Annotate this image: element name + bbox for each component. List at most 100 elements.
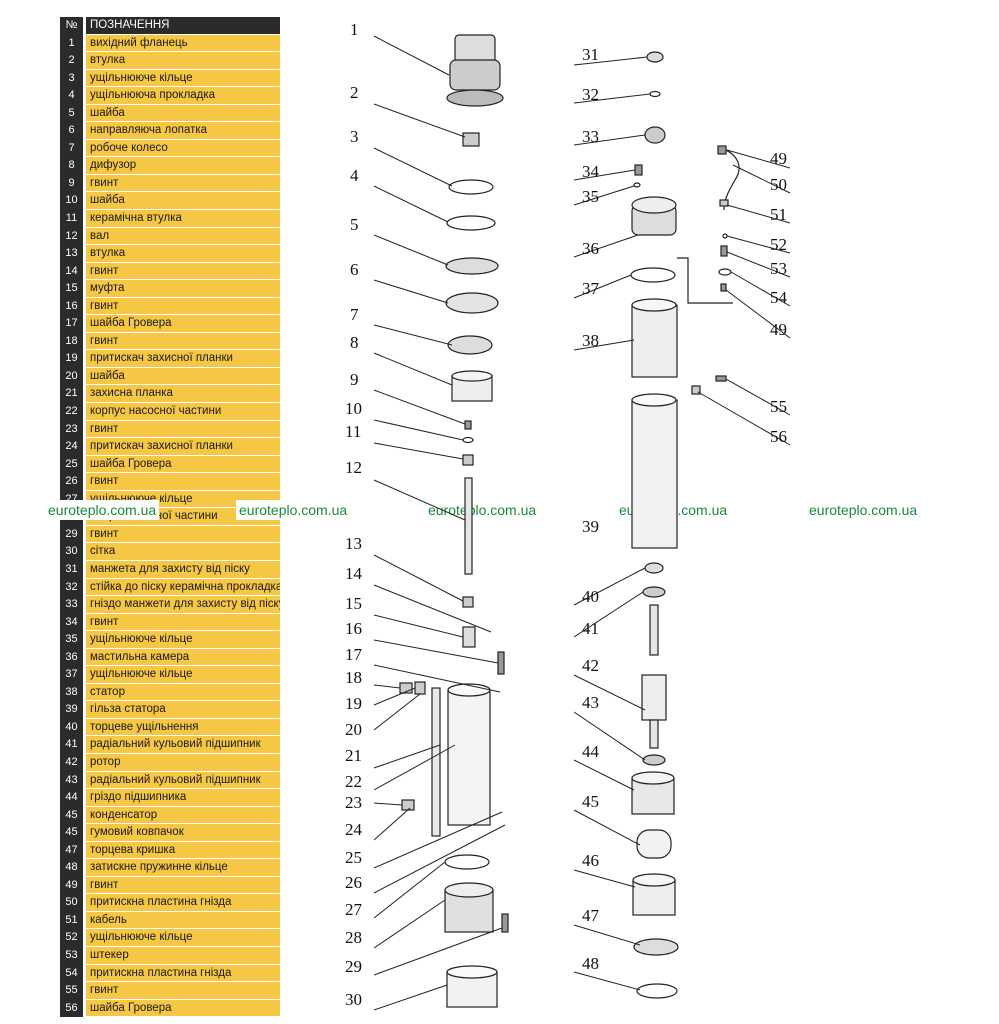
row-label: муфта <box>86 280 280 298</box>
callout-number: 16 <box>345 619 362 638</box>
row-label: радіальний кульовий підшипник <box>86 771 280 790</box>
callout-number: 29 <box>345 957 362 976</box>
row-number: 26 <box>60 473 83 491</box>
callout-number: 40 <box>582 587 599 606</box>
callout-number: 46 <box>582 851 599 870</box>
row-number: 8 <box>60 157 83 175</box>
row-number: 49 <box>60 876 83 895</box>
row-label: манжета для захисту від піску <box>86 560 280 579</box>
row-number: 10 <box>60 192 83 211</box>
row-number: 16 <box>60 297 83 316</box>
row-number: 3 <box>60 69 83 88</box>
row-label: гвинт <box>86 613 280 632</box>
screw-long-part <box>497 651 505 675</box>
callout-number: 23 <box>345 793 362 812</box>
row-number: 33 <box>60 596 83 614</box>
rotor-shaft-part <box>649 604 659 656</box>
callout-number: 53 <box>770 259 787 278</box>
row-label: шайба Гровера <box>86 315 280 333</box>
row-label: шайба Гровера <box>86 455 280 474</box>
ceramic-gasket-part <box>649 90 661 98</box>
row-label: ротор <box>86 753 280 772</box>
row-number: 20 <box>60 367 83 386</box>
row-number: 45 <box>60 806 83 825</box>
row-number: 45 <box>60 824 83 842</box>
callout-number: 52 <box>770 235 787 254</box>
row-number: 30 <box>60 543 83 561</box>
callout-number: 3 <box>350 127 359 146</box>
callout-number: 42 <box>582 656 599 675</box>
callout-number: 17 <box>345 645 363 664</box>
sleeve-part <box>462 596 474 608</box>
callout-number: 10 <box>345 399 362 418</box>
row-number: 56 <box>60 999 83 1018</box>
callout-number: 9 <box>350 370 359 389</box>
callout-number: 13 <box>345 534 362 553</box>
row-label: гвинт <box>86 473 280 491</box>
row-label: радіальний кульовий підшипник <box>86 736 280 754</box>
sand-cuff-part <box>646 51 664 63</box>
row-label: стійка до піску керамічна прокладка <box>86 578 280 597</box>
row-label: шайба <box>86 367 280 386</box>
row-label: торцева кришка <box>86 841 280 860</box>
impeller-part <box>447 335 493 355</box>
row-number: 31 <box>60 560 83 579</box>
header-num: № <box>60 17 83 35</box>
screw-part <box>464 420 472 430</box>
callout-number: 41 <box>582 619 599 638</box>
row-number: 2 <box>60 52 83 70</box>
row-label: ущільнююче кільце <box>86 631 280 649</box>
callout-number: 43 <box>582 693 599 712</box>
callout-number: 28 <box>345 928 362 947</box>
stator-part <box>631 304 678 378</box>
row-number: 14 <box>60 262 83 281</box>
callout-number: 32 <box>582 85 599 104</box>
outlet-flange-part <box>446 34 504 107</box>
callout-number: 26 <box>345 873 362 892</box>
o-ring-motor-part <box>630 267 676 283</box>
callout-number: 31 <box>582 45 599 64</box>
row-label: торцеве ущільнення <box>86 718 280 737</box>
callout-number: 30 <box>345 990 362 1009</box>
row-label: гвинт <box>86 420 280 439</box>
row-label: конденсатор <box>86 806 280 825</box>
row-label: ущільнююче кільце <box>86 929 280 947</box>
row-label: шайба Гровера <box>86 999 280 1018</box>
callout-number: 15 <box>345 594 362 613</box>
row-number: 50 <box>60 894 83 912</box>
end-cap-part <box>632 879 676 916</box>
header-label: ПОЗНАЧЕННЯ <box>86 17 280 35</box>
shaft-part <box>464 477 473 575</box>
row-label: гвинт <box>86 174 280 193</box>
table-header: № ПОЗНАЧЕННЯ <box>60 17 280 35</box>
rubber-cap-part <box>633 938 679 956</box>
row-number: 23 <box>60 420 83 439</box>
callout-number: 38 <box>582 331 599 350</box>
row-label: шайба <box>86 104 280 123</box>
row-label: гніздо манжети для захисту від піску <box>86 596 280 614</box>
